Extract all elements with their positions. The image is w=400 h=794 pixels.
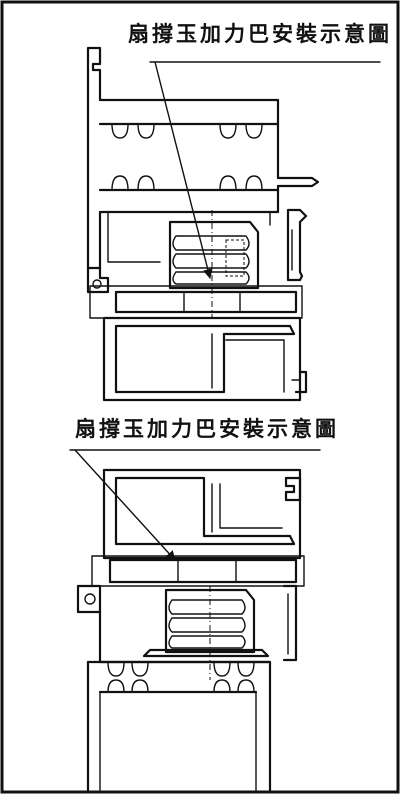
bottom-sash-profile [102, 468, 302, 560]
bottom-spring-assembly [142, 588, 270, 658]
top-callout-label: 扇撐玉加力巴安裝示意圖 [128, 22, 392, 46]
bottom-reinforcement-bar [91, 555, 305, 587]
top-sash-profile [102, 316, 308, 402]
bottom-frame-profile [86, 610, 272, 792]
bottom-section-drawing [69, 449, 321, 792]
top-spring-assembly [168, 220, 260, 290]
top-reinforcement-bar [89, 285, 303, 319]
bottom-callout-label: 扇撐玉加力巴安裝示意圖 [75, 417, 339, 441]
top-right-jamb [286, 208, 308, 282]
top-frame-profile [86, 46, 320, 294]
top-section-drawing [86, 46, 381, 402]
bottom-left-hook [76, 584, 102, 614]
top-callout-leader [149, 61, 381, 279]
bottom-right-jamb [282, 584, 298, 662]
bottom-callout-leader [69, 449, 321, 561]
